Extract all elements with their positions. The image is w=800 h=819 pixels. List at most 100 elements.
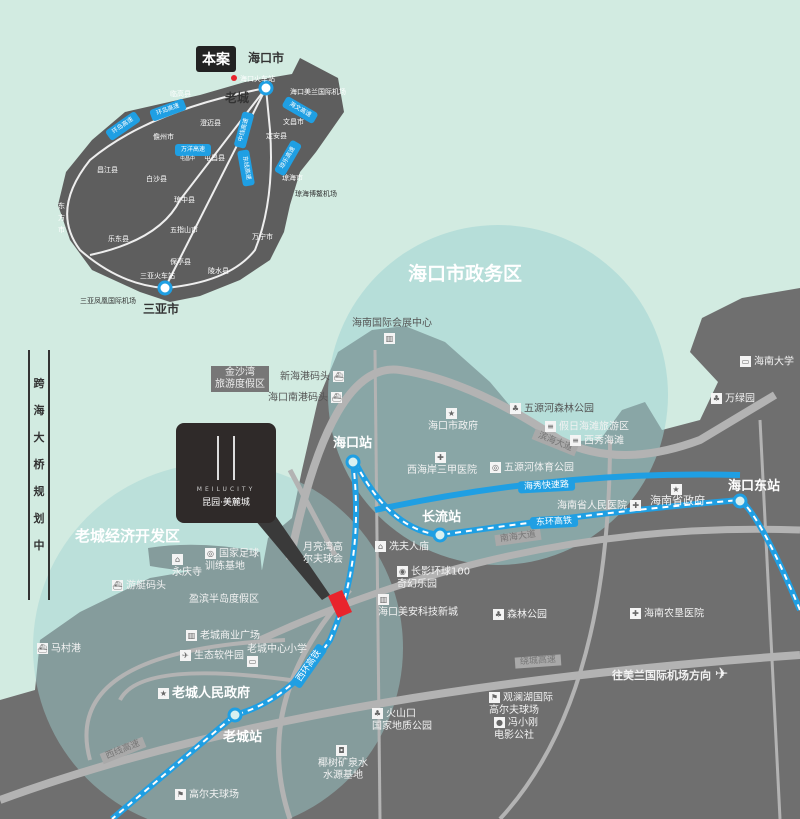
project-logo: MEILUCITY 昆园·美麓城 (176, 423, 276, 523)
cross-icon: ✚ (630, 500, 642, 511)
poi: ✈生态软件园 (180, 650, 244, 663)
poi: ♣火山口 国家地质公园 (372, 708, 432, 732)
poi: ◉长影环球100 奇幻乐园 (397, 566, 471, 590)
poi: ⚑高尔夫球场 (175, 789, 239, 801)
roads (0, 349, 800, 819)
tree-icon: ♣ (372, 708, 383, 719)
school-icon: ▭ (740, 356, 751, 367)
star-icon: ★ (446, 408, 457, 419)
poi: ★海口市政府 (428, 408, 478, 432)
building-icon: ▥ (186, 630, 197, 641)
tree-icon: ♣ (510, 403, 521, 414)
inset-note: 屯昌中 (180, 156, 196, 162)
poi: ⌂永庆寺 (172, 554, 202, 578)
station-markers (227, 454, 748, 723)
project-site (328, 590, 352, 618)
school-icon: ▭ (247, 656, 258, 667)
tree-icon: ♣ (493, 609, 504, 620)
project-badge: 本案 (196, 46, 236, 72)
beach-icon: ≡ (570, 435, 581, 446)
inset-city: 琼中县 (174, 196, 195, 204)
rail-donghuan: 东环高铁 (529, 514, 579, 530)
inset-city: 屯昌县 (204, 154, 225, 162)
inset-city: 五指山市 (170, 226, 198, 234)
inset-city: 文昌市 (283, 118, 304, 126)
poi: 盈滨半岛度假区 (189, 594, 259, 605)
theme-park-icon: ◉ (397, 566, 408, 577)
temple-icon: ⌂ (375, 541, 386, 552)
poi: ♣万绿园 (711, 393, 755, 405)
inset-city: 陵水县 (208, 267, 229, 275)
inset-city: 海口市 (248, 51, 285, 65)
inset-city: 东方市 (58, 202, 65, 234)
poi: ♣森林公园 (493, 609, 547, 621)
inset-city: 临高县 (170, 90, 191, 98)
bridge-planned: 跨海大桥规划中 (28, 350, 50, 600)
station-haikou[interactable]: 海口站 (333, 436, 373, 451)
temple-icon: ⌂ (172, 554, 183, 565)
golf-flag-icon: ⚑ (175, 789, 186, 800)
inset-station: 海口火车站 (240, 75, 275, 83)
bird-icon: ✈ (180, 650, 191, 661)
inset-city: 昌江县 (97, 166, 118, 174)
laocheng-zone-circle (33, 463, 403, 819)
poi: 老城中心小学▭ (247, 644, 307, 667)
stadium-icon: ◎ (205, 548, 216, 559)
station-changliu[interactable]: 长流站 (422, 510, 462, 525)
film-icon: ● (494, 717, 505, 728)
inset-city: 定安县 (266, 132, 287, 140)
inset-highway: 万洋高速 (175, 144, 212, 156)
logo-cn: 昆园·美麓城 (202, 498, 250, 508)
poi: ◎五源河体育公园 (490, 462, 574, 474)
logo-mark (217, 436, 235, 480)
inset-airport: 琼海博鳌机场 (295, 190, 337, 198)
star-icon: ★ (158, 688, 169, 699)
poi: ≡假日海滩旅游区 (545, 421, 629, 434)
jinshawan-resort: 金沙湾 旅游度假区 (211, 366, 269, 392)
inset-city: 白沙县 (146, 175, 167, 183)
poi: ◎国家足球 训练基地 (205, 548, 259, 572)
station-haikou-east[interactable]: 海口东站 (728, 479, 781, 494)
poi: ▥海口美安科技新城 (378, 594, 458, 618)
airplane-icon: ✈ (714, 664, 729, 683)
golf-flag-icon: ⚑ (489, 692, 500, 703)
ship-icon: ⛴ (333, 371, 345, 382)
logo-en: MEILUCITY (196, 486, 256, 493)
water-icon: ◘ (336, 745, 347, 756)
poi: ★老城人民政府 (158, 686, 251, 701)
zone-haikou-gov: 海口市政务区 (408, 263, 523, 285)
poi: ●冯小刚 电影公社 (494, 717, 538, 741)
poi: ★海南省政府 (650, 483, 705, 507)
tree-icon: ♣ (711, 393, 722, 404)
poi: 新海港码头 ⛴ (280, 371, 345, 383)
beach-icon: ≡ (545, 421, 556, 432)
inset-station: 三亚火车站 (140, 272, 175, 280)
inset-airport: 海口美兰国际机场 (290, 88, 346, 96)
poi: 海南国际会展中心▥ (352, 318, 432, 344)
inset-city: 保亭县 (170, 258, 191, 266)
poi: ≡西秀海滩 (570, 435, 624, 448)
inset-city: 万宁市 (252, 233, 273, 241)
poi: ▭海南大学 (740, 356, 794, 368)
inset-airport: 三亚凤凰国际机场 (80, 297, 136, 305)
stadium-icon: ◎ (490, 462, 501, 473)
inset-city: 琼海市 (282, 174, 303, 182)
ship-icon: ⛴ (331, 392, 343, 403)
poi: ✚海南农垦医院 (630, 608, 704, 621)
poi: ⛴游艇码头 (112, 580, 166, 592)
poi: 海南省人民医院 ✚ (557, 500, 644, 513)
poi: ✚西海岸三甲医院 (407, 452, 477, 476)
station-laocheng[interactable]: 老城站 (223, 730, 263, 745)
cross-icon: ✚ (630, 608, 641, 619)
airport-direction: 往美兰国际机场方向 ✈ (612, 664, 729, 683)
zone-laocheng-dev: 老城经济开发区 (75, 527, 181, 545)
poi: ▥老城商业广场 (186, 630, 260, 642)
poi: ⌂冼夫人庙 (375, 541, 429, 554)
ship-icon: ⛴ (112, 580, 123, 591)
inset-city: 澄迈县 (200, 119, 221, 127)
inset-city: 老城 (225, 91, 250, 105)
poi: ⚑观澜湖国际 高尔夫球场 (489, 692, 553, 716)
building-icon: ▥ (378, 594, 389, 605)
poi: ⛴马村港 (37, 643, 81, 655)
